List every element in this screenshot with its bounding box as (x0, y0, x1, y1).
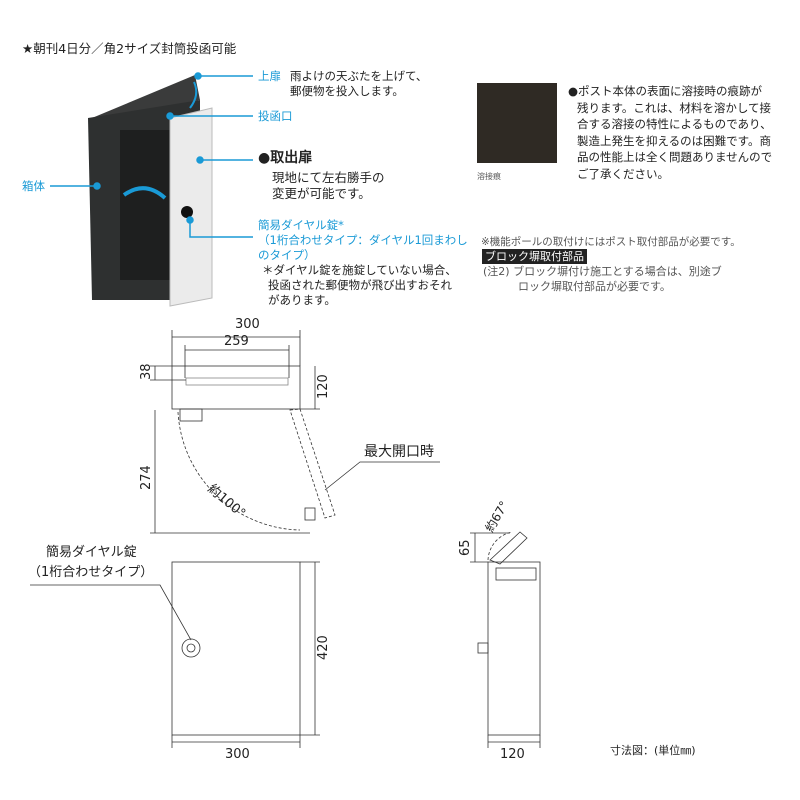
dial-lock-label: 簡易ダイヤル錠* (258, 218, 344, 232)
leader-lines (50, 72, 253, 238)
max-open-label: 最大開口時 (364, 444, 434, 460)
dim-side-depth: 120 (500, 747, 525, 762)
dim-slot-width: 259 (224, 334, 249, 349)
take-out-door-desc: 現地にて左右勝手の (272, 170, 385, 185)
body-label: 箱体 (22, 179, 45, 193)
dim-door-angle: 約100° (204, 482, 248, 522)
pole-note: ※機能ポールの取付けにはポスト取付部品が必要です。 (481, 236, 741, 248)
open-arrow-icon (122, 186, 167, 200)
dial-lock-type: （1桁合わせタイプ：ダイヤル1回まわし (258, 233, 468, 247)
photo-caption: 溶接痕 (477, 172, 501, 181)
weld-note-line: 合する溶接の特性によるものであり、 (577, 117, 772, 131)
weld-mark-photo (477, 83, 557, 163)
lock-label: 簡易ダイヤル錠 (46, 545, 137, 560)
dim-top-width: 300 (235, 317, 260, 332)
side-view: 65 約67° 120 寸法図：(単位㎜) (458, 498, 696, 762)
weld-note: ●ポスト本体の表面に溶接時の痕跡が 残ります。これは、材料を溶かして接 合する溶… (568, 83, 772, 182)
block-wall-badge: ブロック塀取付部品 (482, 249, 587, 264)
weld-note-line: 製造上発生を抑えるのは困難です。商 (577, 133, 772, 148)
dim-front-height: 420 (316, 635, 331, 660)
dim-front-width: 300 (225, 747, 250, 762)
dial-lock (181, 206, 193, 218)
dial-lock-note: ＊ダイヤル錠を施錠していない場合、 (262, 263, 457, 277)
lock-type-label: （1桁合わせタイプ） (28, 565, 153, 580)
dial-lock-note: 投函された郵便物が飛び出すおそれ (268, 278, 452, 292)
mount-note: ロック塀取付部品が必要です。 (518, 280, 671, 293)
top-door-desc: 雨よけの天ぶたを上げて、 (290, 69, 428, 83)
unit-note: 寸法図：(単位㎜) (610, 743, 696, 757)
top-door-label: 上扉 (258, 69, 281, 83)
top-lid (92, 75, 200, 120)
headline: ★朝刊4日分／角2サイズ封筒投函可能 (22, 41, 237, 56)
top-door-desc: 郵便物を投入します。 (290, 84, 404, 98)
dial-lock-type: のタイプ） (258, 248, 316, 262)
weld-note-line: 残ります。これは、材料を溶かして接 (577, 100, 772, 115)
dim-top-depth: 120 (316, 374, 331, 399)
weld-note-line: ご了承ください。 (577, 166, 669, 181)
front-view: 簡易ダイヤル錠 （1桁合わせタイプ） 420 300 (28, 545, 331, 762)
take-out-door-desc: 変更が可能です。 (272, 186, 371, 201)
weld-note-line: ●ポスト本体の表面に溶接時の痕跡が (568, 84, 763, 98)
top-view: 300 259 38 120 274 約100° 最大開口時 (139, 317, 440, 534)
dim-lid-angle: 約67° (482, 498, 512, 534)
dim-swing-depth: 274 (139, 465, 154, 490)
slot-label: 投函口 (258, 109, 293, 123)
weld-note-line: 品の性能上は全く問題ありませんので (577, 150, 773, 164)
dial-lock-note: があります。 (268, 293, 336, 307)
dim-lid-height: 65 (458, 539, 473, 556)
dim-slot-offset: 38 (139, 363, 154, 380)
take-out-door-label: ●取出扉 (258, 150, 313, 166)
mount-note: (注2) ブロック塀付け施工とする場合は、別途ブ (483, 265, 722, 278)
